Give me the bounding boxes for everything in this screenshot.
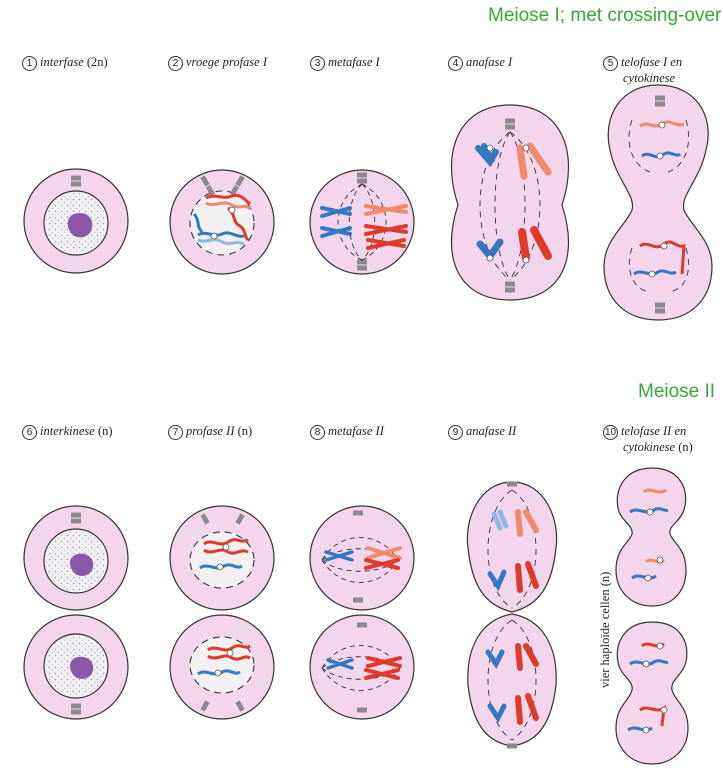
cells-prophase-2 bbox=[169, 505, 275, 720]
cell-early-prophase-1 bbox=[169, 169, 275, 275]
cells-anaphase-2 bbox=[466, 481, 558, 749]
cell-telophase-1 bbox=[603, 84, 713, 321]
nucleolus-icon bbox=[67, 212, 93, 238]
cells-metaphase-2 bbox=[309, 505, 415, 720]
heading-meiosis-1: Meiose I; met crossing-over bbox=[488, 5, 722, 26]
cells-interkinesis bbox=[23, 505, 129, 720]
cell-interphase bbox=[23, 168, 129, 274]
cell-metaphase-1 bbox=[309, 169, 415, 275]
heading-meiosis-2: Meiose II bbox=[638, 381, 716, 402]
cells-telophase-2 bbox=[615, 467, 689, 765]
cell-anaphase-1 bbox=[450, 104, 570, 301]
